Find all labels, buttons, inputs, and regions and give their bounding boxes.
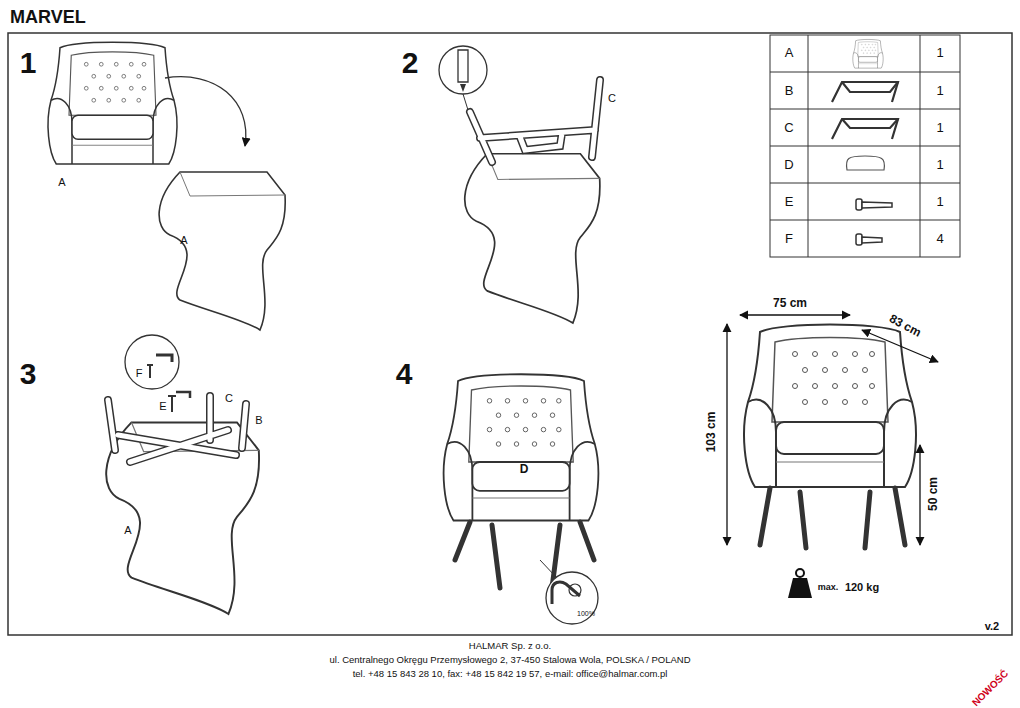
table-cell: 1 (936, 84, 943, 98)
dimension-label: 83 cm (887, 312, 923, 340)
table-cell: 4 (936, 232, 943, 246)
part-letter: A (58, 176, 65, 188)
table-cell: 1 (936, 158, 943, 172)
load-value: 120 kg (845, 581, 879, 593)
part-letter: E (159, 400, 166, 412)
table-cell: C (784, 121, 793, 135)
part-letter: B (255, 414, 262, 426)
part-letter: A (180, 234, 187, 246)
step-number: 2 (402, 46, 419, 79)
part-letter: C (608, 92, 616, 104)
torque-note: 100% (577, 610, 595, 618)
sheet-title: MARVEL (10, 8, 86, 28)
step-number: 1 (20, 46, 37, 79)
step-number: 3 (20, 357, 37, 390)
footer-line: HALMAR Sp. z o.o. (469, 641, 551, 651)
table-cell: 1 (936, 195, 943, 209)
load-label: max. (818, 583, 839, 593)
footer-line: tel. +48 15 843 28 10, fax: +48 15 842 1… (353, 669, 668, 679)
dimension-label: 50 cm (927, 477, 940, 511)
table-cell: F (785, 232, 793, 246)
part-letter: C (225, 392, 233, 404)
table-cell: A (785, 46, 794, 60)
new-badge: NOWOŚĆ (970, 668, 1010, 708)
part-letter: F (136, 367, 143, 379)
dimension-label: 103 cm (705, 412, 718, 453)
footer-line: ul. Centralnego Okręgu Przemysłowego 2, … (329, 655, 690, 665)
part-letter: A (124, 524, 131, 536)
dimension-label: 75 cm (773, 297, 807, 310)
table-cell: E (785, 195, 794, 209)
step-number: 4 (396, 357, 413, 390)
table-cell: B (785, 84, 794, 98)
table-cell: 1 (936, 46, 943, 60)
table-cell: D (784, 158, 793, 172)
version-label: v.2 (985, 620, 999, 632)
part-letter: D (520, 463, 529, 476)
table-cell: 1 (936, 121, 943, 135)
